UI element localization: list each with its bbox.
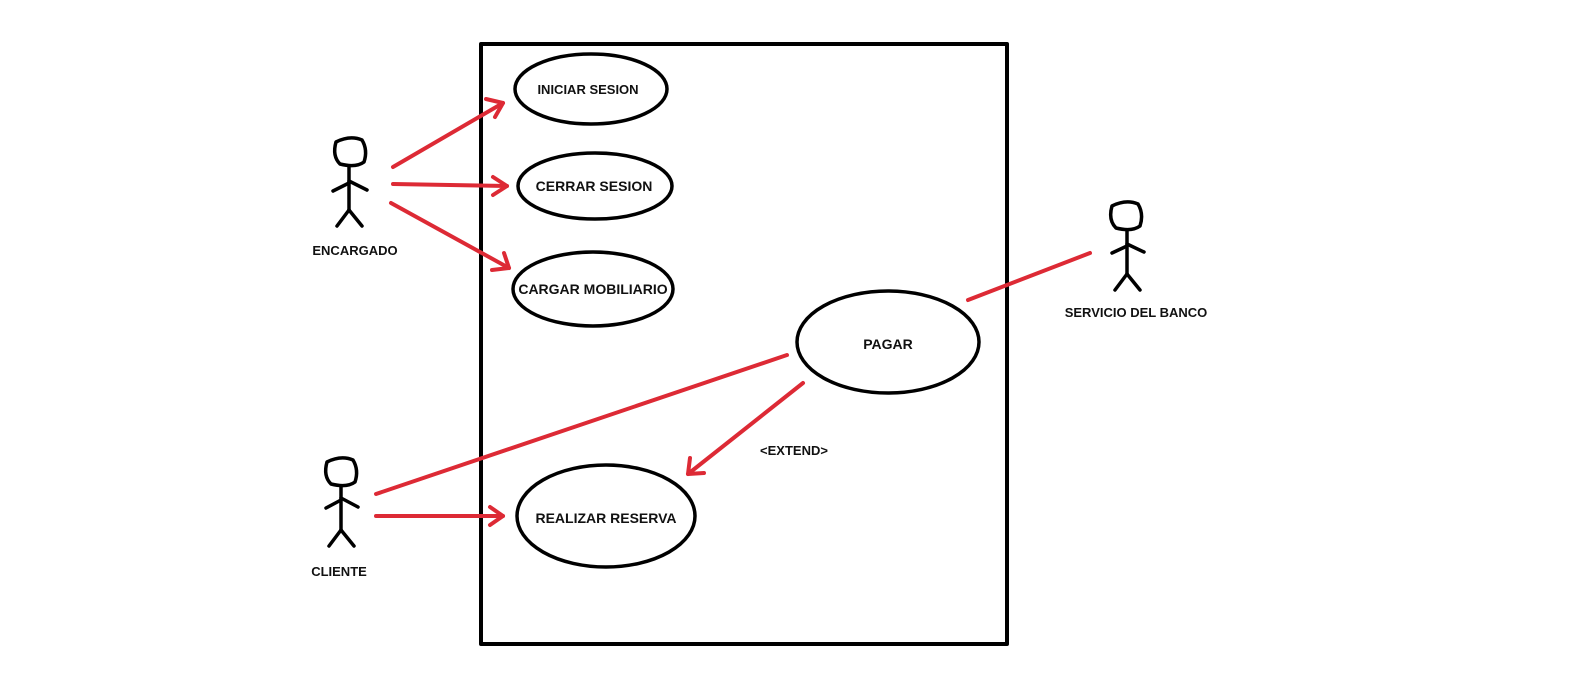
actor-encargado-head [332,136,368,168]
use-case-cerrar-sesion-shape [516,151,674,221]
association-encargado-cerrar-sesion [391,182,509,188]
arrowhead-cerrar-sesion [491,175,509,197]
arrowhead-iniciar-sesion [484,97,505,119]
association-encargado-iniciar-sesion [391,101,505,169]
actor-cliente-leg-left [327,528,343,548]
actor-cliente [323,456,360,548]
use-case-iniciar-sesion-shape [513,52,669,126]
actor-cliente-leg-right [339,528,356,548]
use-case-realizar-reserva-shape [515,463,697,569]
use-case-cargar-mobiliario-label: CARGAR MOBILIARIO [518,281,667,297]
actor-cliente-head [323,456,359,488]
association-servicio-banco-pagar [966,251,1092,302]
extend-pagar-realizar-reserva [686,381,805,476]
actor-servicio-banco-arm-left [1110,244,1129,255]
extend-label: <EXTEND> [760,443,828,458]
actor-encargado-leg-left [335,208,351,228]
arrowhead-extend [686,456,706,476]
association-encargado-cargar-mobiliario [389,201,511,270]
actor-encargado-label: ENCARGADO [312,243,397,258]
actor-cliente-label: CLIENTE [311,564,367,579]
association-cliente-pagar [374,353,789,496]
actor-cliente-arm-left [324,498,343,510]
use-case-cargar-mobiliario-shape [511,250,675,328]
actor-encargado [331,136,369,228]
actor-servicio-banco-label: SERVICIO DEL BANCO [1065,305,1208,320]
use-case-cerrar-sesion-label: CERRAR SESION [536,178,653,194]
arrowhead-realizar-reserva [488,505,505,527]
actor-cliente-arm-right [339,496,360,509]
actor-servicio-banco-head [1108,200,1144,232]
actor-encargado-arm-right [347,179,369,192]
actor-servicio-banco-arm-right [1125,242,1146,254]
actor-servicio-banco-leg-left [1113,272,1129,292]
actor-servicio-banco-leg-right [1125,272,1142,292]
actor-servicio-banco [1108,200,1146,292]
use-case-iniciar-sesion-label: INICIAR SESION [537,82,638,97]
arrowhead-cargar-mobiliario [490,251,511,272]
actor-encargado-leg-right [347,208,364,228]
use-case-realizar-reserva-label: REALIZAR RESERVA [535,510,676,526]
use-case-pagar-label: PAGAR [863,336,913,352]
use-case-pagar-shape [795,289,981,395]
system-boundary [479,42,1009,646]
actor-encargado-arm-left [331,181,351,193]
